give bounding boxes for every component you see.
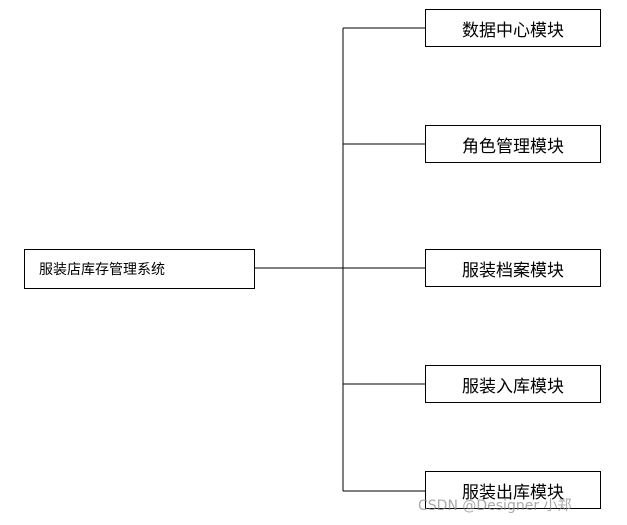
module-label: 服装入库模块 [462, 376, 564, 397]
module-node-clothing-archive: 服装档案模块 [425, 249, 601, 287]
module-label: 数据中心模块 [462, 20, 564, 41]
module-node-data-center: 数据中心模块 [425, 9, 601, 47]
module-label: 服装档案模块 [462, 260, 564, 281]
module-label: 服装出库模块 [462, 482, 564, 503]
module-node-clothing-inbound: 服装入库模块 [425, 365, 601, 403]
module-node-clothing-outbound: 服装出库模块 [425, 471, 601, 509]
root-node: 服装店库存管理系统 [24, 249, 255, 289]
module-label: 角色管理模块 [462, 136, 564, 157]
root-node-label: 服装店库存管理系统 [39, 262, 165, 278]
module-node-role-management: 角色管理模块 [425, 125, 601, 163]
